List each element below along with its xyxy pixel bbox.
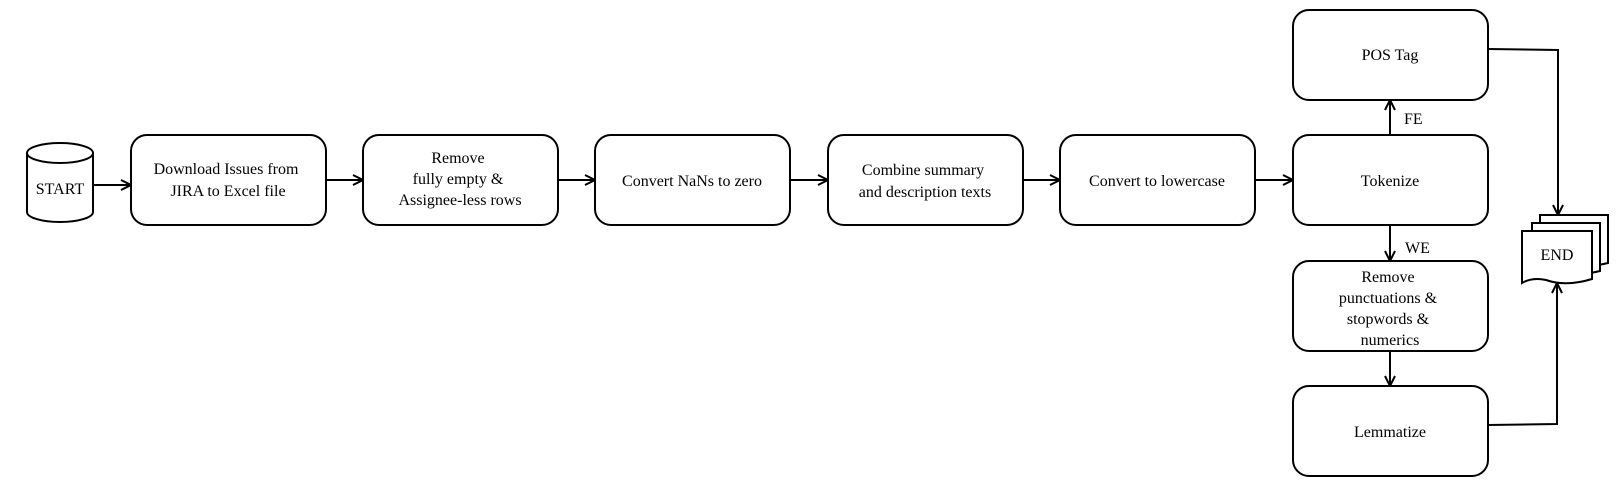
svg-text:Download Issues from JIR: Download Issues from JIRA to Excel file: [154, 161, 303, 200]
edge-pos-tag-to-end: [1487, 48, 1558, 215]
step-combine-line-1: Combine summary: [862, 162, 984, 179]
step-tokenize: Tokenize: [1292, 134, 1489, 226]
step-lemmatize-label: Lemmatize: [1354, 424, 1426, 441]
step-combine-line-2: and description texts: [859, 184, 991, 201]
end-node: END: [1521, 214, 1609, 285]
step-download: Download Issues from JIRA to Excel file: [130, 134, 327, 226]
step-pos-tag: POS Tag: [1292, 9, 1489, 101]
step-remove-punct: Remove punctuations & stopwords & numeri…: [1292, 260, 1489, 352]
svg-text:Combine summary and desc: Combine summary and description texts: [859, 162, 991, 201]
step-remove-empty-line-2: fully empty &: [413, 171, 504, 188]
step-remove-punct-line-4: numerics: [1361, 332, 1420, 349]
edge-lemmatize-to-end: [1487, 283, 1557, 426]
step-convert-nans: Convert NaNs to zero: [594, 134, 791, 226]
start-label: START: [36, 181, 85, 198]
svg-text:Remove punctuations &: Remove punctuations & stopwords & numeri…: [1339, 269, 1441, 349]
step-lowercase: Convert to lowercase: [1059, 134, 1256, 226]
step-remove-punct-line-3: stopwords &: [1347, 311, 1430, 328]
step-remove-empty: Remove fully empty & Assignee-less rows: [362, 134, 559, 226]
step-remove-empty-line-3: Assignee-less rows: [398, 192, 521, 209]
edge-label-fe: FE: [1404, 111, 1423, 128]
edge-label-we: WE: [1405, 240, 1430, 257]
step-lemmatize: Lemmatize: [1292, 385, 1489, 477]
step-download-line-1: Download Issues from: [154, 161, 299, 178]
step-combine: Combine summary and description texts: [827, 134, 1024, 226]
step-remove-punct-line-2: punctuations &: [1339, 290, 1438, 307]
step-remove-punct-line-1: Remove: [1361, 269, 1414, 286]
end-label: END: [1541, 247, 1574, 264]
start-node: START: [26, 142, 94, 223]
step-tokenize-label: Tokenize: [1361, 173, 1419, 190]
svg-text:Remove fully empty &: Remove fully empty & Assignee-less rows: [398, 150, 521, 209]
step-lowercase-label: Convert to lowercase: [1089, 173, 1225, 190]
step-download-line-2: JIRA to Excel file: [170, 183, 285, 200]
step-pos-tag-label: POS Tag: [1362, 47, 1419, 64]
step-remove-empty-line-1: Remove: [431, 150, 484, 167]
step-convert-nans-label: Convert NaNs to zero: [622, 173, 762, 190]
